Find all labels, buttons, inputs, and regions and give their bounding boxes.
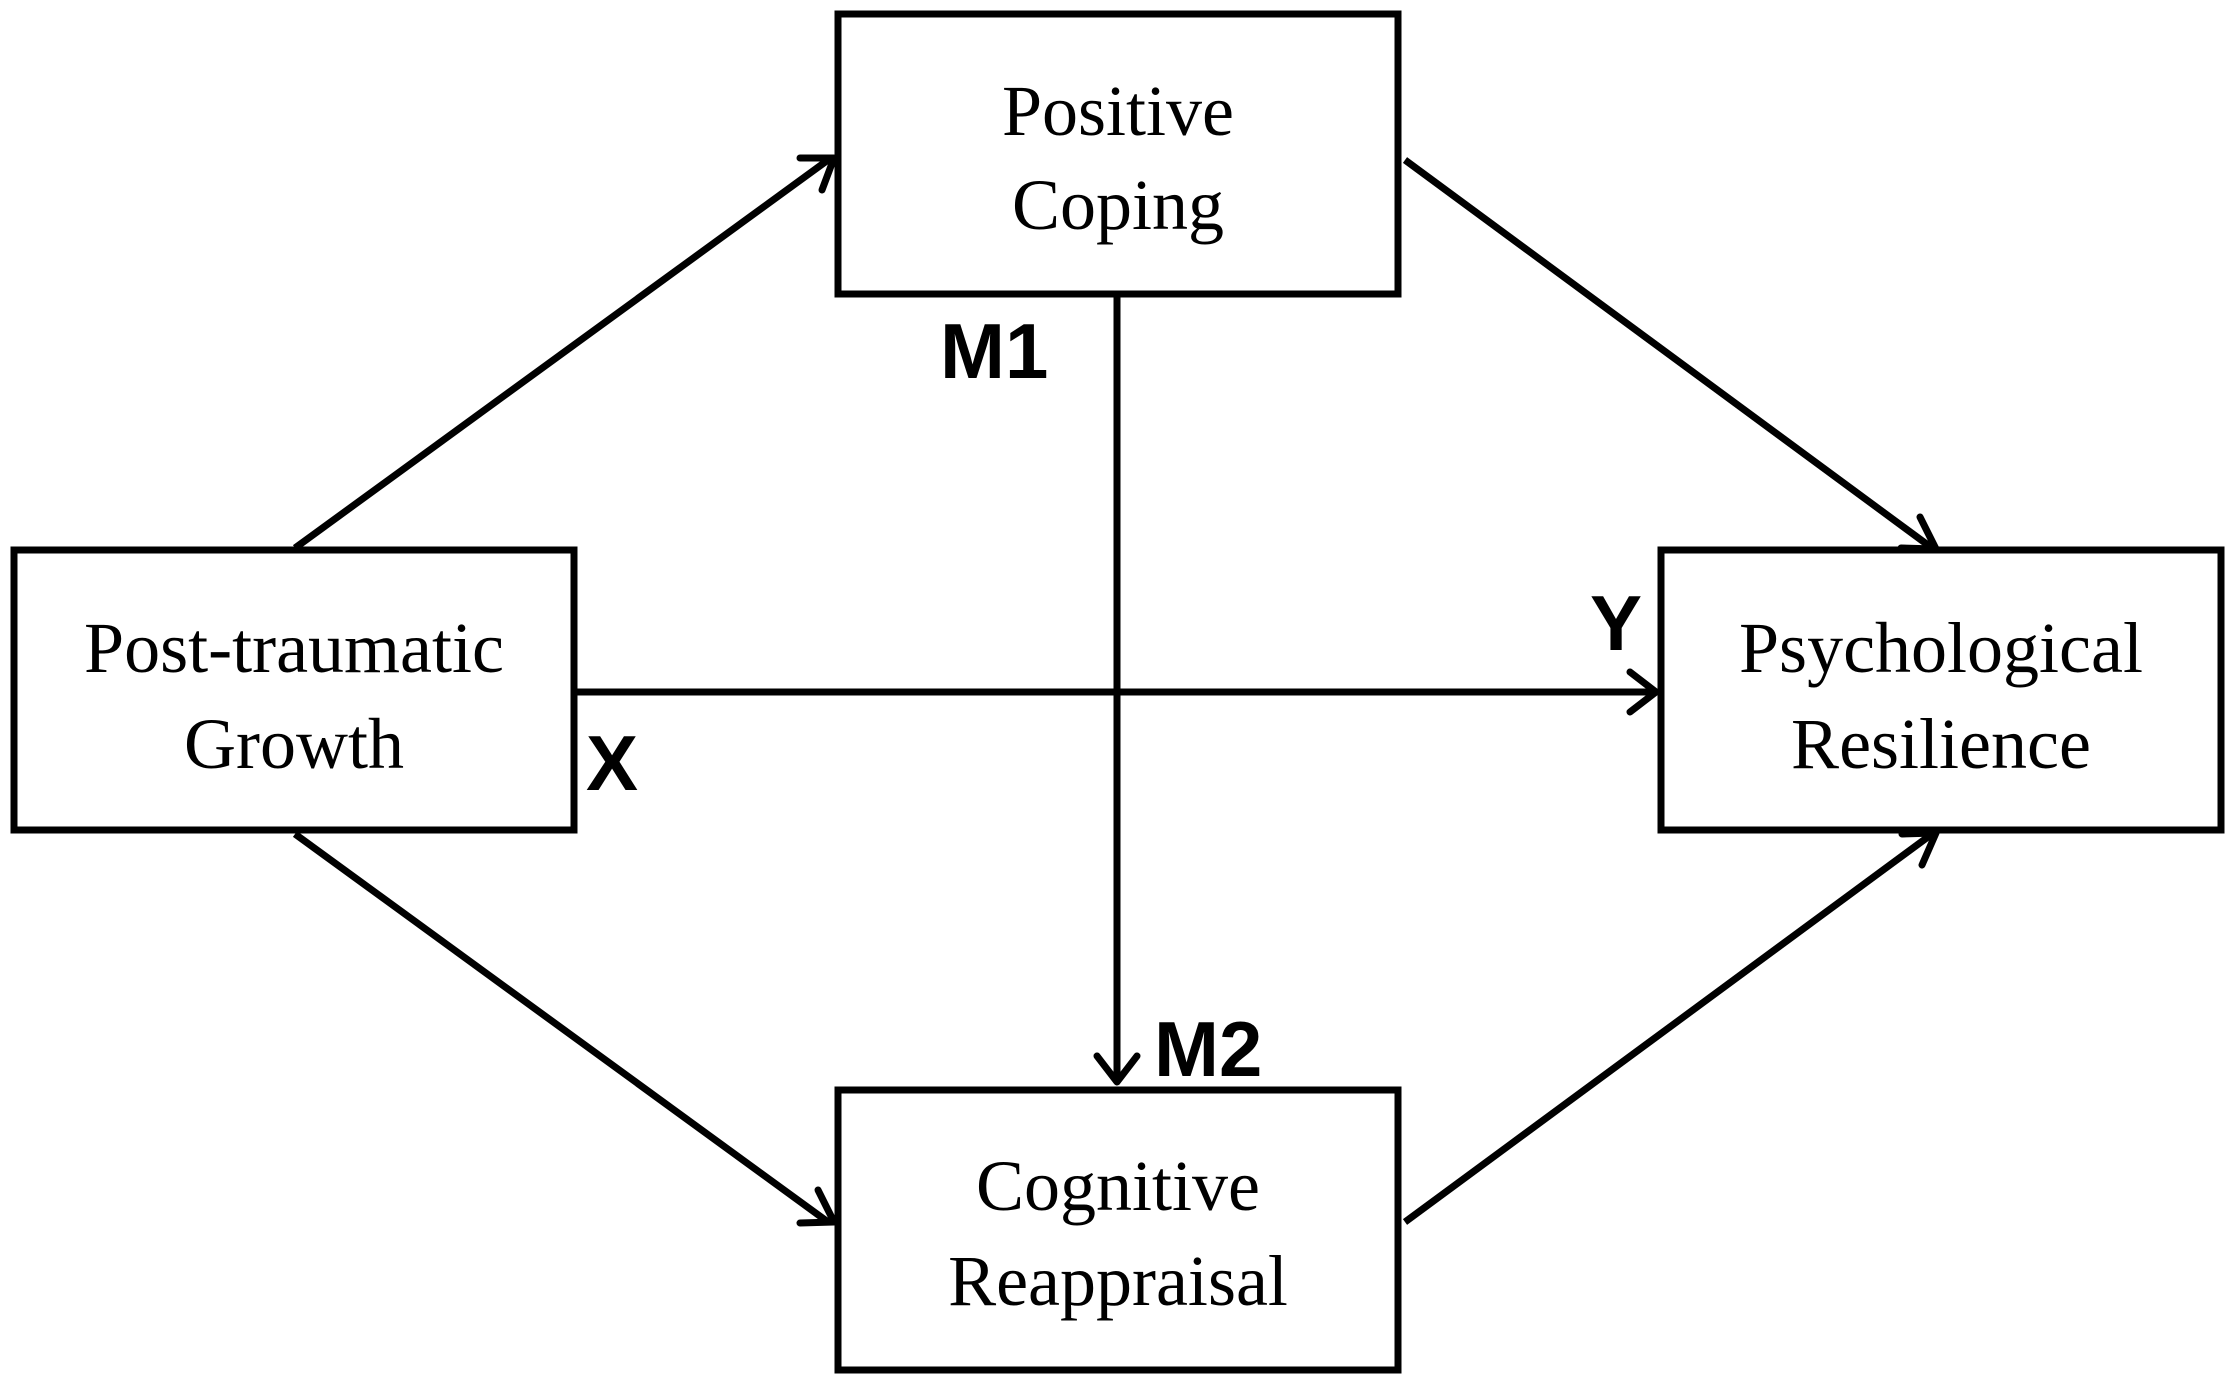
node-m1-line2: Coping: [1012, 165, 1224, 245]
edges: [292, 154, 1940, 1227]
arrowhead-x-to-m1: [796, 154, 838, 194]
node-m2-box: [834, 1086, 1402, 1374]
tag-m2: M2: [1154, 1005, 1262, 1093]
edge-x-to-m1: [292, 157, 831, 551]
node-m2-line1: Cognitive: [976, 1146, 1260, 1226]
node-y: Psychological Resilience: [1657, 546, 2225, 834]
edge-x-to-m2: [292, 831, 831, 1225]
node-m1-line1: Positive: [1002, 71, 1234, 151]
node-x-line1: Post-traumatic: [84, 608, 504, 688]
node-x-box: [10, 546, 578, 834]
node-x-line2: Growth: [184, 704, 404, 784]
node-y-line1: Psychological: [1739, 608, 2143, 688]
edge-m2-to-y: [1402, 831, 1935, 1225]
tag-y: Y: [1590, 579, 1642, 667]
node-m2-line2: Reappraisal: [948, 1241, 1288, 1321]
arrowhead-x-to-y: [1626, 668, 1660, 716]
node-m2: Cognitive Reappraisal: [834, 1086, 1402, 1374]
arrowhead-m1-to-m2: [1093, 1052, 1141, 1086]
tag-x: X: [586, 719, 638, 807]
tag-m1: M1: [940, 307, 1048, 395]
node-m1-box: [834, 10, 1402, 298]
edge-m1-to-y: [1402, 157, 1935, 551]
node-y-line2: Resilience: [1791, 704, 2091, 784]
arrowhead-x-to-m2: [796, 1186, 838, 1227]
node-y-box: [1657, 546, 2225, 834]
node-m1: Positive Coping: [834, 10, 1402, 298]
node-x: Post-traumatic Growth: [10, 546, 578, 834]
